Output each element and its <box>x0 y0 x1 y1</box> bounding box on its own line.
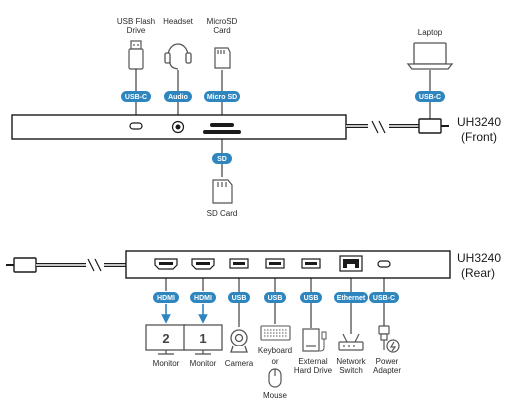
power-adapter-label: Power <box>376 357 399 366</box>
camera-label: Camera <box>225 359 254 368</box>
laptop-icon <box>406 42 454 70</box>
hard-drive-cable-icon <box>319 331 327 352</box>
svg-text:Micro SD: Micro SD <box>207 94 237 101</box>
audio-port-badge: Audio <box>164 91 192 102</box>
usb-port-keyboard <box>265 258 285 269</box>
network-switch-label: Network <box>336 357 366 366</box>
usb-flash-drive-label-2: Drive <box>127 26 146 35</box>
laptop-label: Laptop <box>418 28 443 37</box>
laptop-usbc-port-badge: USB-C <box>415 91 445 102</box>
monitor-icon-1 <box>183 324 223 355</box>
usb-port-hard-drive <box>301 258 321 269</box>
mouse-icon <box>268 368 282 388</box>
front-model-label: UH3240 <box>457 115 501 129</box>
rear-model-label: UH3240 <box>457 251 501 265</box>
svg-text:USB: USB <box>232 295 247 302</box>
rear-cable <box>6 257 126 273</box>
power-adapter-label-2: Adapter <box>373 366 401 375</box>
sd-slot <box>203 130 241 134</box>
headset-icon <box>164 43 192 70</box>
audio-jack-inner <box>175 124 181 130</box>
hdmi-arrows <box>161 304 208 324</box>
svg-text:HDMI: HDMI <box>157 295 175 302</box>
usbc-port <box>129 122 143 130</box>
microsd-card-icon <box>214 47 231 69</box>
mouse-label: Mouse <box>263 391 288 400</box>
ethernet-port-badge: Ethernet <box>334 292 368 303</box>
usbc-port-power <box>377 260 391 268</box>
svg-text:HDMI: HDMI <box>194 295 212 302</box>
svg-text:SD: SD <box>217 156 227 163</box>
hdmi-port-1 <box>191 258 215 270</box>
hub-rear-body <box>125 250 451 279</box>
usb-port-camera <box>229 258 249 269</box>
hdmi-port-badge-2: HDMI <box>153 292 179 303</box>
sd-port-badge: SD <box>212 153 232 164</box>
sd-card-icon <box>212 179 233 204</box>
usbc-port-badge: USB-C <box>121 91 151 102</box>
keyboard-icon <box>260 325 291 341</box>
keyboard-label: Keyboard <box>258 346 292 355</box>
usb-flash-drive-icon <box>128 40 144 70</box>
microsd-slot <box>210 123 234 127</box>
monitor-number-1: 1 <box>199 331 206 346</box>
usb-port-badge-hard-drive: USB <box>300 292 322 303</box>
hard-drive-label: External <box>298 357 328 366</box>
monitor-label-1: Monitor <box>190 359 217 368</box>
monitor-number-2: 2 <box>162 331 169 346</box>
hdmi-port-2 <box>154 258 178 270</box>
svg-text:USB: USB <box>304 295 319 302</box>
hard-drive-icon <box>302 328 320 352</box>
monitor-icon-2 <box>145 324 187 355</box>
hdmi-port-badge-1: HDMI <box>190 292 216 303</box>
hard-drive-label-2: Hard Drive <box>294 366 333 375</box>
usb-port-badge-camera: USB <box>228 292 250 303</box>
power-adapter-icon <box>378 325 400 353</box>
front-cable <box>346 118 449 134</box>
svg-text:USB-C: USB-C <box>125 94 147 101</box>
network-switch-icon <box>338 333 364 351</box>
microsd-port-badge: Micro SD <box>204 91 240 102</box>
keyboard-or-label: or <box>271 357 278 366</box>
svg-text:USB: USB <box>268 295 283 302</box>
front-side-label: (Front) <box>461 130 497 144</box>
usb-port-badge-keyboard: USB <box>264 292 286 303</box>
usbc-port-badge-power: USB-C <box>369 292 399 303</box>
svg-text:Ethernet: Ethernet <box>337 295 366 302</box>
headset-label: Headset <box>163 17 194 26</box>
svg-text:USB-C: USB-C <box>419 94 441 101</box>
camera-icon <box>230 329 248 353</box>
sd-card-label: SD Card <box>207 209 238 218</box>
ethernet-port <box>339 255 363 272</box>
microsd-card-label-2: Card <box>213 26 230 35</box>
usb-flash-drive-label: USB Flash <box>117 17 155 26</box>
svg-text:Audio: Audio <box>168 94 188 101</box>
network-switch-label-2: Switch <box>339 366 363 375</box>
microsd-card-label: MicroSD <box>207 17 238 26</box>
monitor-label-2: Monitor <box>153 359 180 368</box>
rear-side-label: (Rear) <box>461 266 495 280</box>
svg-text:USB-C: USB-C <box>373 295 395 302</box>
